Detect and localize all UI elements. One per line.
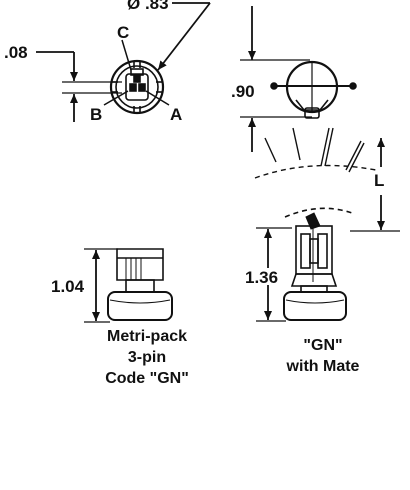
thickness-dimension (36, 51, 122, 122)
pin-a (138, 83, 146, 92)
width-dimension (240, 6, 312, 152)
pin-b (129, 83, 137, 92)
pin-c (133, 75, 141, 83)
pin-c-label: C (117, 23, 129, 42)
mated-caption-line-2: with Mate (286, 358, 360, 375)
pin-housing (125, 73, 149, 101)
pin-a-label: A (170, 105, 182, 124)
thickness-label: .08 (4, 43, 28, 62)
connector-height-dimension (84, 248, 118, 323)
mated-caption-line-1: "GN" (303, 337, 342, 354)
connector-caption-line-3: Code "GN" (105, 370, 189, 387)
lead-wires (254, 127, 377, 179)
diameter-dimension (157, 2, 211, 71)
diameter-label: Ø .83 (127, 0, 169, 13)
length-label: L (374, 171, 384, 190)
mated-connector (283, 207, 353, 321)
connector-body (107, 248, 173, 321)
length-dimension (350, 138, 400, 232)
mated-height-dimension (256, 227, 292, 322)
inner-ring (115, 65, 159, 109)
connector-caption-line-2: 3-pin (128, 349, 166, 366)
latch-tab (130, 68, 144, 76)
mated-height-label: 1.36 (245, 268, 278, 287)
connector-caption-line-1: Metri-pack (107, 328, 187, 345)
top-view (109, 59, 165, 115)
pin-leaders (103, 39, 170, 106)
side-view (270, 60, 357, 119)
width-label: .90 (231, 82, 255, 101)
connector-height-label: 1.04 (51, 277, 85, 296)
outer-ring (109, 59, 165, 115)
pin-b-label: B (90, 105, 102, 124)
